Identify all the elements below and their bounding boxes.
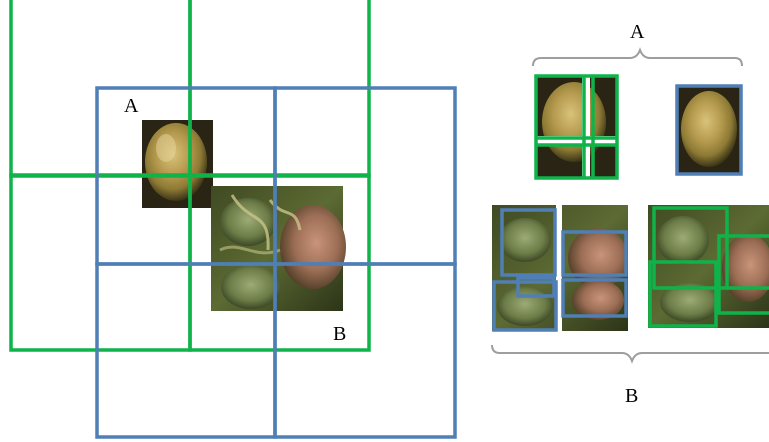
crop-a-green — [534, 74, 619, 180]
image-a-mango — [142, 120, 213, 208]
crop-a-blue — [675, 84, 743, 176]
label-b-left: B — [333, 323, 346, 345]
image-b-mango-cluster — [211, 186, 346, 311]
label-a-right: A — [630, 21, 645, 43]
blue-tile-grid — [95, 86, 457, 439]
brace-b — [491, 344, 769, 364]
brace-a — [532, 47, 743, 67]
crop-b-green — [648, 205, 769, 328]
label-b-right: B — [625, 385, 638, 407]
crop-b-blue — [492, 205, 628, 332]
label-a-left: A — [124, 95, 139, 117]
